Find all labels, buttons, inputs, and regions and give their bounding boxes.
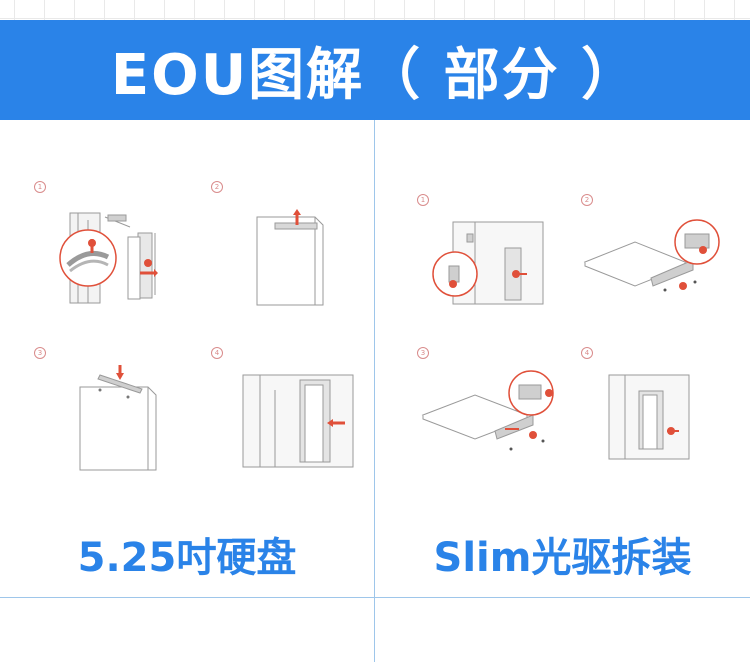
step-number: 2 — [581, 194, 593, 206]
step-1-diagram: 1 — [30, 175, 190, 305]
step-number: 3 — [34, 347, 46, 359]
step-number: 4 — [581, 347, 593, 359]
panel-caption: 5.25吋硬盘 — [77, 535, 297, 581]
drive-removal-illustration — [59, 212, 158, 304]
step-1-diagram: 1 — [415, 190, 565, 310]
step-number: 1 — [417, 194, 429, 206]
step-3-diagram: 3 — [415, 345, 575, 465]
step-number: 1 — [34, 181, 46, 193]
slim-removal-illustration — [432, 221, 544, 305]
step-2-diagram: 2 — [205, 175, 355, 306]
panel-caption: Slim光驱拆装 — [433, 535, 692, 581]
slim-bracket-illustration — [583, 219, 720, 292]
page-title: EOU图解（ 部分 ） — [110, 42, 640, 108]
row-divider — [0, 597, 750, 598]
panel-525-drive: 1 2 — [0, 120, 374, 597]
column-divider — [374, 120, 375, 662]
drive-unit-illustration — [256, 209, 324, 306]
drive-insert-illustration — [242, 374, 354, 468]
panel-slim-drive: 1 2 — [375, 120, 750, 597]
step-2-diagram: 2 — [575, 190, 745, 310]
step-number: 4 — [211, 347, 223, 359]
step-3-diagram: 3 — [30, 345, 190, 475]
step-number: 2 — [211, 181, 223, 193]
slim-insert-illustration — [608, 374, 690, 460]
decorative-border — [0, 0, 750, 20]
slim-bracket-attach-illustration — [421, 370, 554, 451]
step-4-diagram: 4 — [205, 345, 365, 475]
step-4-diagram: 4 — [575, 345, 725, 465]
step-number: 3 — [417, 347, 429, 359]
header-banner: EOU图解（ 部分 ） — [0, 20, 750, 120]
bracket-install-illustration — [79, 365, 157, 471]
